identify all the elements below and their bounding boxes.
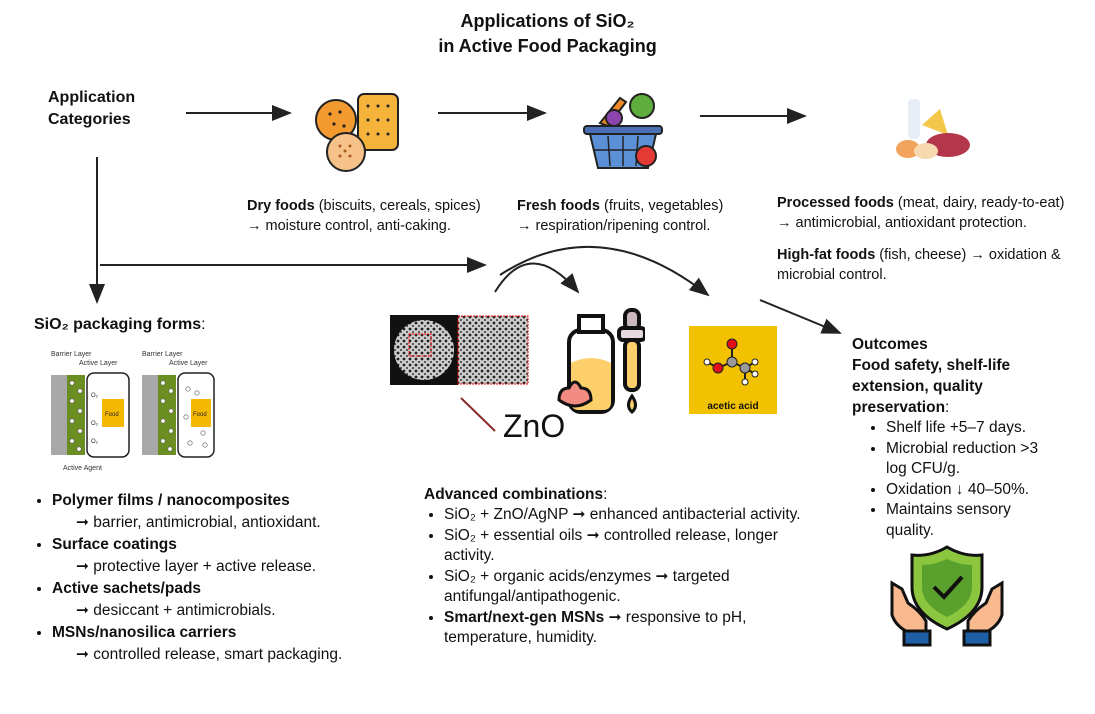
label-line-2: Categories <box>48 111 131 128</box>
form-detail: ➞ protective layer + active release. <box>76 558 317 575</box>
outcomes: Outcomes Food safety, shelf-life extensi… <box>852 334 1062 541</box>
form-detail: ➞ desiccant + antimicrobials. <box>76 602 276 619</box>
high-fat-foods-examples: (fish, cheese) → oxidation & <box>875 247 1061 263</box>
outcome-item: Maintains sensory quality. <box>886 500 1062 541</box>
outcomes-subheading: Food safety, shelf-life extension, quali… <box>852 357 1011 416</box>
active-layer-label: Active Layer <box>79 360 118 367</box>
hands-shield-check-icon <box>890 545 1004 647</box>
combination-bold: Smart/next-gen MSNs <box>444 608 605 626</box>
form-item: Active sachets/pads ➞ desiccant + antimic… <box>52 578 342 622</box>
active-layer-label-2: Active Layer <box>169 360 208 367</box>
fresh-foods-title: Fresh foods <box>517 198 600 214</box>
application-categories-label: Application Categories <box>48 87 135 131</box>
dry-foods-examples: (biscuits, cereals, spices) <box>314 198 481 214</box>
svg-text:O₂: O₂ <box>91 439 99 445</box>
acetic-acid-molecule-icon <box>703 338 759 386</box>
form-title: Surface coatings <box>52 536 177 553</box>
advanced-heading-colon: : <box>603 486 608 503</box>
title-line-2: in Active Food Packaging <box>438 36 657 56</box>
dry-foods-title: Dry foods <box>247 198 315 214</box>
acetic-acid-label: acetic acid <box>707 401 759 412</box>
combination-item: SiO₂ + essential oils ➞ controlled relea… <box>444 526 824 567</box>
combination-text: SiO₂ + essential oils ➞ controlled relea… <box>444 526 778 565</box>
outcomes-colon: : <box>945 399 950 416</box>
active-agent-label-1: Active Agent <box>63 465 102 472</box>
forms-heading-colon: : <box>201 316 206 333</box>
packaging-layers-diagram: Barrier Layer Active Layer Food O₂ O₂ O₂ A… <box>51 351 215 472</box>
combination-item: SiO₂ + ZnO/AgNP ➞ enhanced antibacterial… <box>444 505 824 526</box>
form-detail: ➞ barrier, antimicrobial, antioxidant. <box>76 514 321 531</box>
advanced-heading: Advanced combinations <box>424 486 604 503</box>
fresh-foods-role: → respiration/ripening control. <box>517 218 711 234</box>
combination-item: Smart/next-gen MSNs ➞ responsive to pH, … <box>444 608 824 649</box>
combination-text: SiO₂ + ZnO/AgNP ➞ enhanced antibacterial… <box>444 506 801 523</box>
high-fat-foods-title: High-fat foods <box>777 247 876 263</box>
fresh-foods-examples: (fruits, vegetables) <box>599 198 724 214</box>
packaging-forms-list: Polymer films / nanocomposites ➞ barrier,… <box>32 490 342 666</box>
combination-text: ➞ responsive to pH, temperature, humidit… <box>444 608 747 647</box>
outcome-item: Oxidation ↓ 40–50%. <box>886 480 1062 501</box>
form-title: Active sachets/pads <box>52 580 202 597</box>
processed-foods-icon <box>896 99 970 159</box>
form-detail: ➞ controlled release, smart packaging. <box>76 646 343 663</box>
advanced-combinations: Advanced combinations: SiO₂ + ZnO/AgNP ➞… <box>424 486 824 649</box>
packaging-forms-heading: SiO₂ packaging forms: <box>34 316 206 334</box>
svg-text:O₂: O₂ <box>91 393 99 399</box>
food-label-2: Food <box>193 412 207 418</box>
processed-foods-examples: (meat, dairy, ready-to-eat) <box>893 195 1065 211</box>
processed-foods-text: Processed foods (meat, dairy, ready-to-e… <box>777 193 1064 233</box>
form-title: MSNs/nanosilica carriers <box>52 624 237 641</box>
arrow-to-outcomes <box>759 299 842 334</box>
form-item: MSNs/nanosilica carriers ➞ controlled rel… <box>52 622 342 666</box>
form-title: Polymer films / nanocomposites <box>52 492 290 509</box>
processed-foods-role: → antimicrobial, antioxidant protection. <box>777 215 1027 231</box>
form-item: Surface coatings ➞ protective layer + act… <box>52 534 342 578</box>
processed-foods-title: Processed foods <box>777 195 894 211</box>
form-item: Polymer films / nanocomposites ➞ barrier,… <box>52 490 342 534</box>
barrier-layer-label: Barrier Layer <box>51 351 92 358</box>
title-line-1: Applications of SiO₂ <box>460 11 635 31</box>
combination-item: SiO₂ + organic acids/enzymes ➞ targeted … <box>444 567 824 608</box>
fresh-foods-text: Fresh foods (fruits, vegetables) → respi… <box>517 196 723 236</box>
barrier-layer-label-2: Barrier Layer <box>142 351 183 358</box>
forms-heading-bold: SiO₂ packaging forms <box>34 316 202 333</box>
food-label-1: Food <box>105 412 119 418</box>
outcomes-heading: Outcomes <box>852 336 928 353</box>
biscuits-icon <box>315 93 399 172</box>
outcome-item: Shelf life +5–7 days. <box>886 418 1062 439</box>
svg-text:O₂: O₂ <box>91 421 99 427</box>
zno-label: ZnO <box>503 408 566 444</box>
curve-arrow-1 <box>494 262 580 294</box>
outcome-item: Microbial reduction >3 log CFU/g. <box>886 439 1062 480</box>
high-fat-foods-role: microbial control. <box>777 267 887 283</box>
curve-arrow-2 <box>499 245 710 297</box>
diagram-title: Applications of SiO₂ in Active Food Pack… <box>0 9 1095 59</box>
essential-oil-bottle-icon <box>557 308 645 414</box>
label-line-1: Application <box>48 89 136 106</box>
high-fat-foods-text: High-fat foods (fish, cheese) → oxidatio… <box>777 245 1061 285</box>
fruit-basket-icon <box>583 93 663 169</box>
combination-text: SiO₂ + organic acids/enzymes ➞ targeted … <box>444 567 730 606</box>
mesoporous-silica-micrograph <box>390 315 529 385</box>
acetic-acid-image: acetic acid <box>689 326 777 414</box>
dry-foods-text: Dry foods (biscuits, cereals, spices) → … <box>247 196 481 236</box>
zno-pointer-line <box>460 397 496 432</box>
dry-foods-role: → moisture control, anti-caking. <box>247 218 451 234</box>
